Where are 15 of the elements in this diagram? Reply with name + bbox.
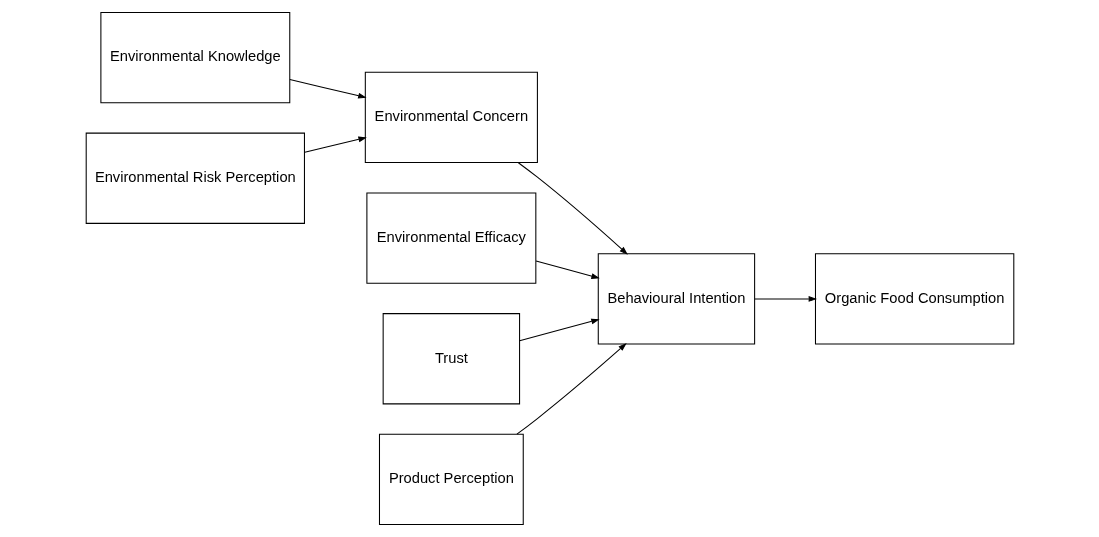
node-box: Product Perception xyxy=(378,433,524,526)
arrow xyxy=(518,318,600,342)
arrow xyxy=(535,260,600,279)
node-box: Environmental Knowledge xyxy=(99,11,290,104)
node-box: Environmental Efficacy xyxy=(365,192,536,284)
node-box: Behavioural Intention xyxy=(597,253,755,345)
arrow xyxy=(288,79,367,99)
node-box: Environmental Concern xyxy=(364,71,538,164)
arrow xyxy=(515,343,627,435)
arrow xyxy=(517,162,628,255)
node-box: Organic Food Consumption xyxy=(814,253,1014,345)
arrow xyxy=(753,296,817,302)
node-box: Environmental Risk Perception xyxy=(85,132,305,224)
node-box: Trust xyxy=(382,313,520,405)
arrow xyxy=(303,136,367,153)
